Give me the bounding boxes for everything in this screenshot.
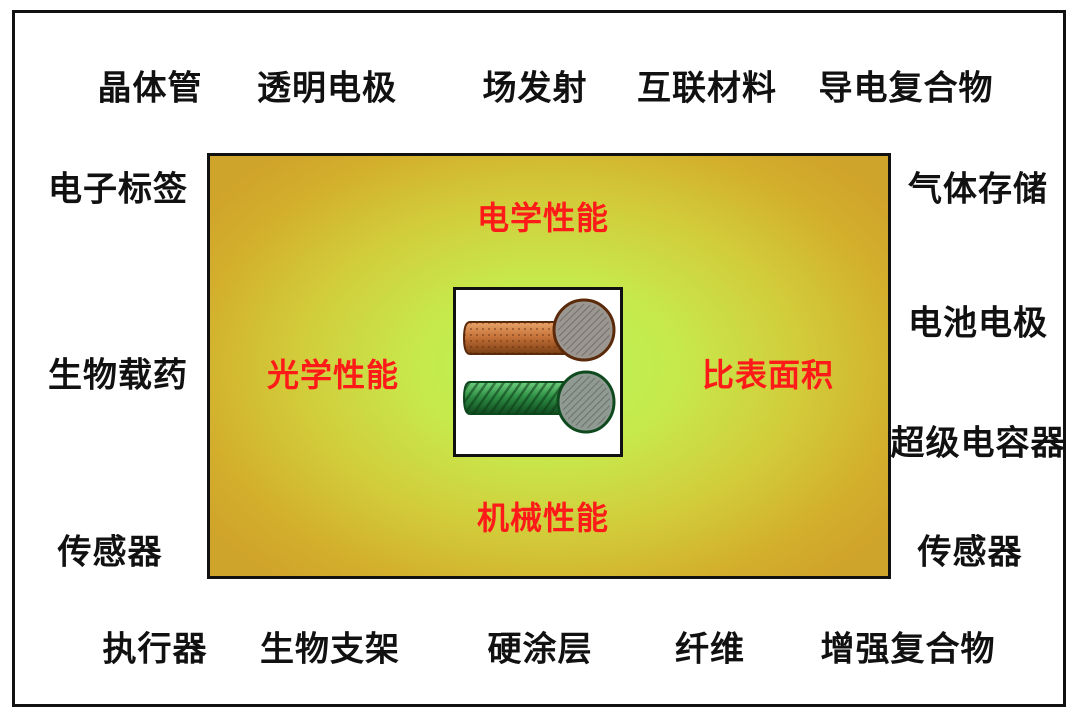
application-label-left-1: 电子标签 [48,169,188,210]
application-label-bottom-4: 纤维 [675,629,745,670]
application-label-bottom-1: 执行器 [102,629,208,670]
application-label-left-3: 传感器 [57,532,163,573]
application-label-right-2: 电池电极 [908,303,1048,344]
application-label-top-4: 互联材料 [637,68,777,109]
application-label-top-3: 场发射 [482,68,588,109]
property-mechanical: 机械性能 [476,499,610,537]
application-label-right-4: 传感器 [917,532,1023,573]
property-optical: 光学性能 [266,356,400,394]
property-surface-area: 比表面积 [701,356,835,394]
application-label-top-1: 晶体管 [97,68,203,109]
application-label-bottom-2: 生物支架 [260,629,400,670]
application-label-right-3: 超级电容器 [890,423,1066,464]
carbon-nanotubes-icon [453,287,623,457]
application-label-bottom-3: 硬涂层 [487,629,593,670]
property-electrical: 电学性能 [476,199,610,237]
application-label-left-2: 生物载药 [48,355,188,396]
application-label-right-1: 气体存储 [908,169,1048,210]
application-label-top-2: 透明电极 [257,68,397,109]
application-label-bottom-5: 增强复合物 [820,629,996,670]
application-label-top-5: 导电复合物 [818,68,994,109]
